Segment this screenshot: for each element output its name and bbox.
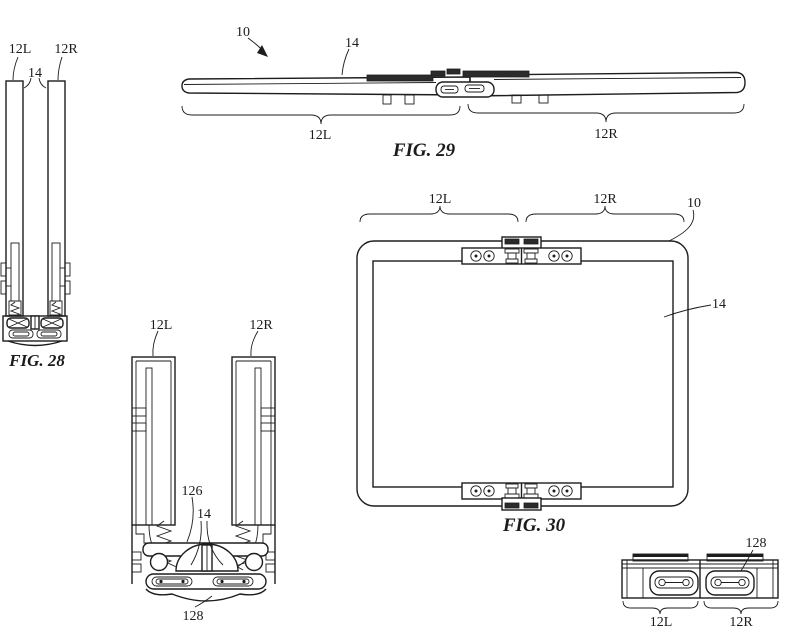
fig29-label-10: 10: [236, 25, 250, 40]
fig29-label-12l: 12L: [309, 128, 332, 143]
detail-label-128: 128: [746, 536, 767, 551]
fig30-label-10: 10: [687, 196, 701, 211]
partial-label-128: 128: [183, 609, 204, 624]
hinge-rear-detail-view: 128 12L 12R: [621, 536, 779, 630]
detail-label-12r: 12R: [729, 615, 753, 630]
fig28-folded-device-view: 12L 12R 14 FIG. 28: [0, 42, 78, 370]
fig28-hinge-assembly: [2, 301, 68, 347]
partial-fold-cross-section: 12L 12R 126 14 128: [131, 318, 276, 624]
fig30-front-view: 12L 12R 10 14 FIG. 30: [356, 192, 726, 536]
partial-label-126: 126: [182, 484, 203, 499]
fig30-caption: FIG. 30: [502, 515, 566, 536]
fig30-bottom-hinge: [461, 482, 582, 511]
hinge-detail-slot-plates: [649, 570, 755, 596]
fig28-label-14: 14: [28, 66, 42, 81]
partial-label-12l: 12L: [150, 318, 173, 333]
partial-label-12r: 12R: [249, 318, 273, 333]
fig28-label-12l: 12L: [9, 42, 32, 57]
fig28-caption: FIG. 28: [8, 351, 65, 370]
partial-fold-hinge-assembly: [131, 520, 276, 602]
fig29-opened-device-view: 10 14 12L 12R FIG. 29: [181, 25, 746, 161]
fig30-label-14: 14: [712, 297, 726, 312]
fig29-hinge-housing: [435, 81, 495, 98]
fig30-label-12l: 12L: [429, 192, 452, 207]
fig29-label-14: 14: [345, 36, 359, 51]
fig28-label-12r: 12R: [54, 42, 78, 57]
partial-label-14: 14: [197, 507, 211, 522]
detail-label-12l: 12L: [650, 615, 673, 630]
fig30-label-12r: 12R: [593, 192, 617, 207]
fig29-caption: FIG. 29: [392, 140, 456, 161]
fig30-top-hinge: [461, 236, 582, 265]
fig29-label-12r: 12R: [594, 127, 618, 142]
